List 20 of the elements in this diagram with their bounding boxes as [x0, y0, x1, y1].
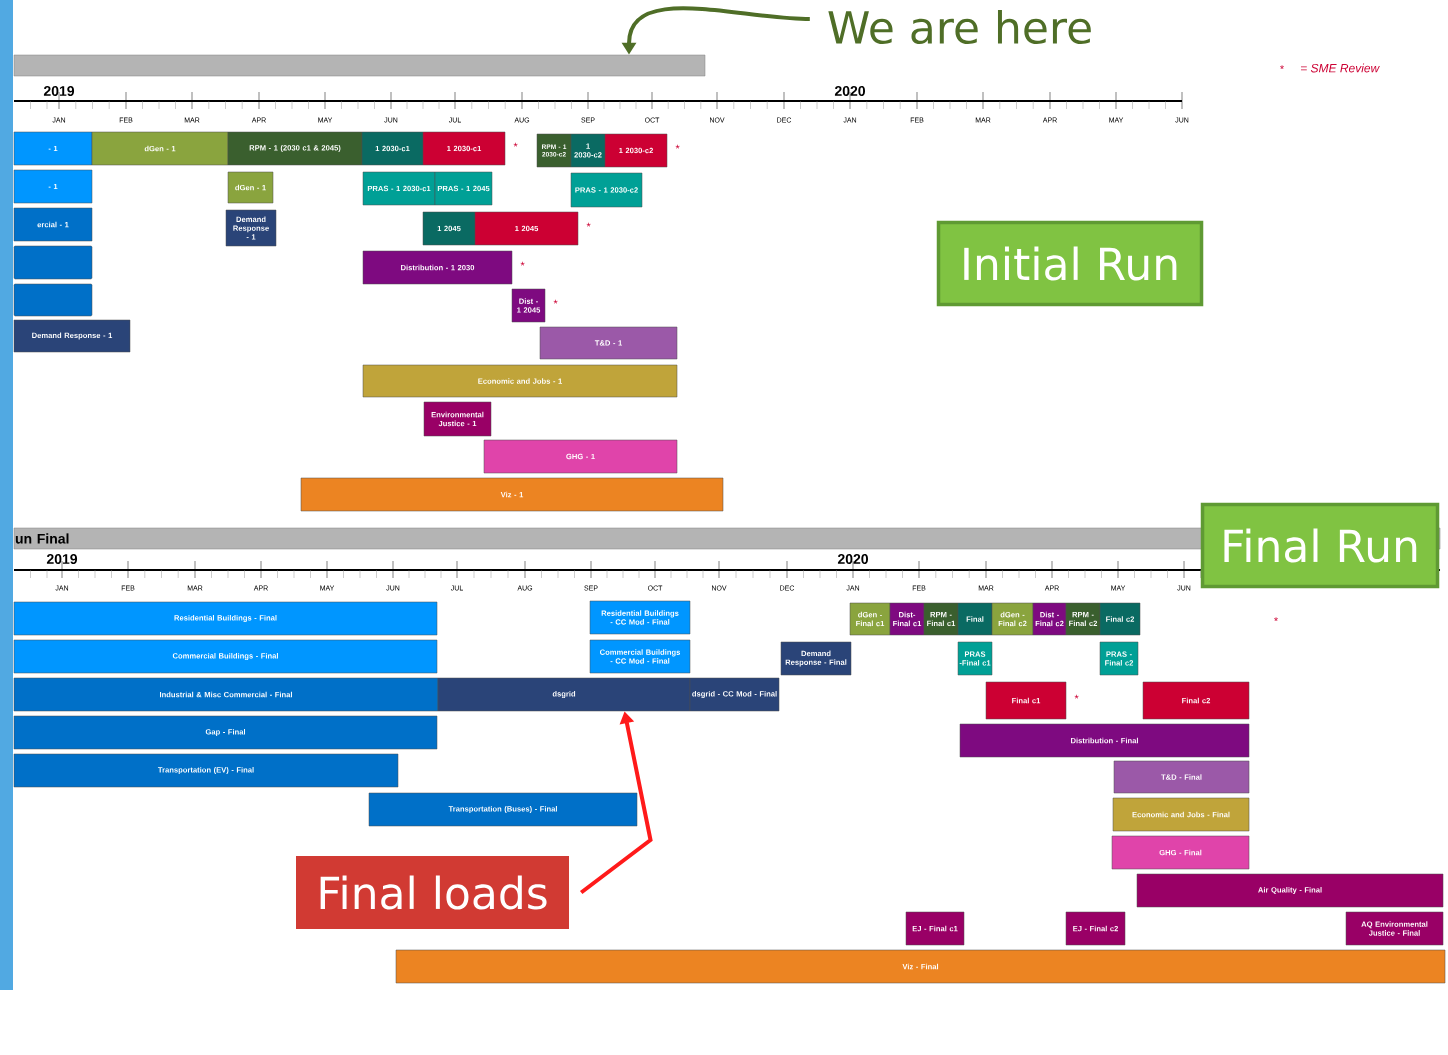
- year-label: 2019: [46, 554, 78, 564]
- review-asterisk: *: [1274, 617, 1278, 622]
- year-label: 2019: [43, 86, 75, 96]
- review-asterisk: *: [553, 299, 558, 304]
- review-asterisk: *: [513, 142, 518, 147]
- review-asterisk: *: [1074, 694, 1079, 699]
- legend-text: = SME Review: [1301, 63, 1380, 73]
- review-asterisk: *: [586, 222, 591, 227]
- legend-symbol: *: [1280, 65, 1284, 70]
- year-label: 2020: [837, 554, 868, 564]
- callout-box: Initial Run: [936, 220, 1204, 307]
- callout-text: We are here: [828, 10, 1091, 45]
- review-asterisk: *: [675, 144, 680, 149]
- task-bar: [13, 245, 93, 280]
- callout-box: Final Run: [1200, 502, 1440, 589]
- review-asterisk: *: [520, 261, 525, 266]
- task-bar: [13, 283, 93, 317]
- timeline-band: [13, 54, 706, 77]
- callout-box: Final loads: [296, 856, 569, 929]
- year-label: 2020: [834, 86, 865, 96]
